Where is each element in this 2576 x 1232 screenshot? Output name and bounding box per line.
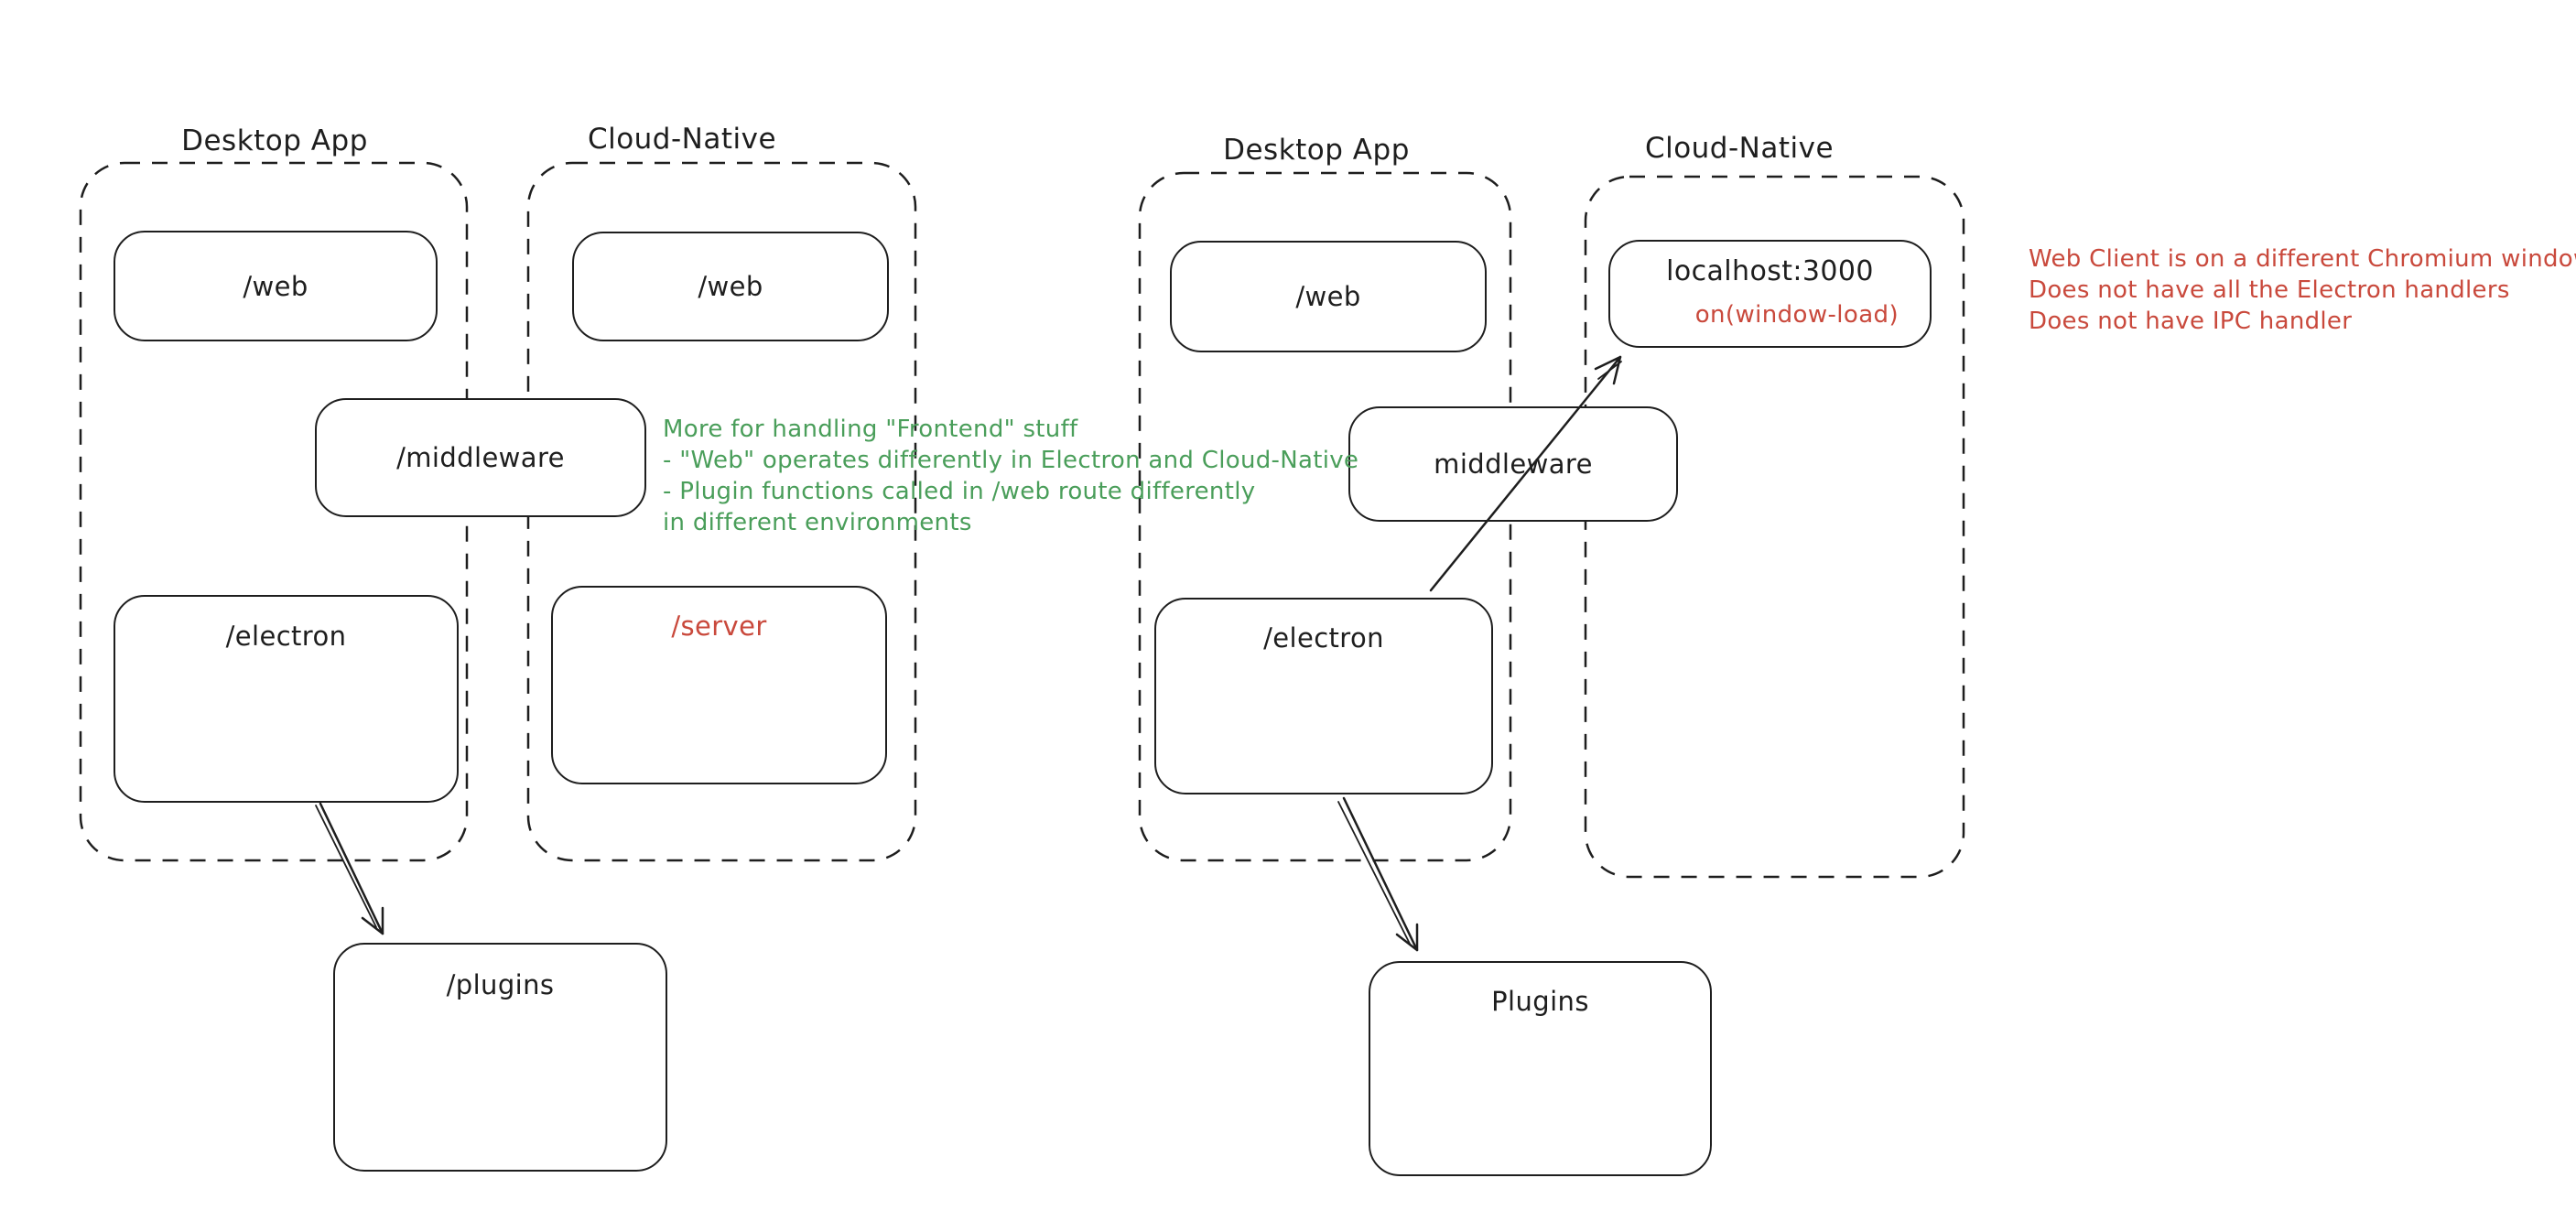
red-annotation: Web Client is on a different Chromium wi… bbox=[2029, 243, 2576, 337]
left-electron-box: /electron bbox=[114, 595, 459, 803]
left-desktop-group-label: Desktop App bbox=[181, 124, 368, 157]
red-annotation-line: Does not have IPC handler bbox=[2029, 308, 2353, 335]
left-web-desktop-label: /web bbox=[243, 270, 308, 302]
right-localhost-label: localhost:3000 bbox=[1666, 255, 1874, 287]
green-annotation-line: - Plugin functions called in /web route … bbox=[663, 478, 1256, 505]
right-plugins-box: Plugins bbox=[1369, 961, 1712, 1176]
right-middleware-box: middleware bbox=[1348, 406, 1678, 522]
right-electron-label: /electron bbox=[1263, 622, 1384, 654]
right-cloud-group-label: Cloud-Native bbox=[1644, 132, 1835, 165]
right-desktop-container bbox=[1138, 171, 1512, 862]
left-server-label: /server bbox=[671, 611, 767, 642]
red-annotation-line: Does not have all the Electron handlers bbox=[2029, 276, 2510, 304]
green-annotation: More for handling "Frontend" stuff - "We… bbox=[663, 414, 1358, 538]
left-middleware-label: /middleware bbox=[396, 442, 565, 473]
left-server-box: /server bbox=[551, 586, 887, 784]
green-annotation-line: More for handling "Frontend" stuff bbox=[663, 416, 1078, 443]
green-annotation-line: in different environments bbox=[663, 509, 972, 536]
left-plugins-box: /plugins bbox=[333, 943, 667, 1172]
left-cloud-group-label: Cloud-Native bbox=[587, 123, 777, 156]
right-desktop-group-label: Desktop App bbox=[1223, 134, 1410, 167]
left-web-cloud-box: /web bbox=[572, 232, 889, 341]
right-web-label: /web bbox=[1295, 281, 1361, 312]
right-middleware-label: middleware bbox=[1434, 448, 1593, 480]
left-electron-label: /electron bbox=[225, 621, 347, 652]
red-annotation-line: Web Client is on a different Chromium wi… bbox=[2029, 245, 2576, 273]
right-localhost-event-label: on(window-load) bbox=[1694, 301, 1899, 329]
left-cloud-container bbox=[526, 161, 917, 862]
green-annotation-line: - "Web" operates differently in Electron… bbox=[663, 447, 1359, 474]
right-localhost-box: localhost:3000 on(window-load) bbox=[1608, 240, 1932, 348]
left-web-desktop-box: /web bbox=[114, 231, 438, 341]
right-web-box: /web bbox=[1170, 241, 1487, 352]
right-plugins-label: Plugins bbox=[1491, 986, 1589, 1017]
left-plugins-label: /plugins bbox=[446, 969, 555, 1000]
left-middleware-box: /middleware bbox=[315, 398, 646, 517]
right-electron-box: /electron bbox=[1154, 598, 1493, 794]
left-web-cloud-label: /web bbox=[698, 271, 763, 302]
